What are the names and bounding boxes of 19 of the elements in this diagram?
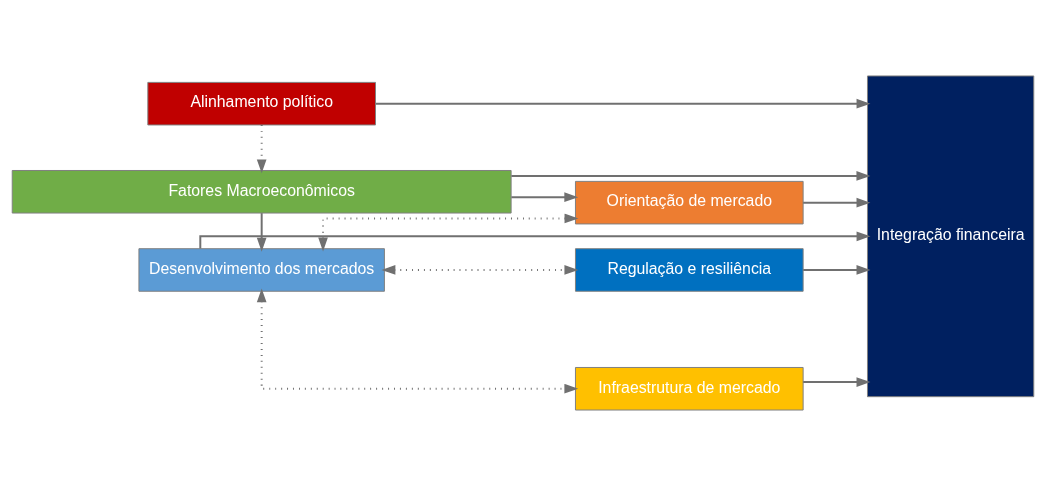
arrow <box>256 124 267 174</box>
node-box: Integração financeira <box>866 75 1035 398</box>
node-box: Alinhamento político <box>147 81 376 126</box>
arrow <box>510 171 871 181</box>
arrow <box>802 377 871 387</box>
node-box: Regulação e resiliência <box>574 248 804 292</box>
arrow <box>510 192 579 203</box>
node-box: Infraestrutura de mercado <box>574 367 804 411</box>
arrow <box>199 231 871 250</box>
arrow <box>256 288 579 394</box>
node-box: Orientação de mercado <box>574 180 804 225</box>
arrow <box>802 265 871 275</box>
arrow <box>802 197 871 208</box>
arrow <box>256 212 267 252</box>
arrow <box>318 213 579 252</box>
node-box: Fatores Macroeconômicos <box>11 170 512 214</box>
node-box: Desenvolvimento dos mercados <box>138 248 385 292</box>
arrow <box>381 265 579 275</box>
arrow <box>374 98 871 109</box>
